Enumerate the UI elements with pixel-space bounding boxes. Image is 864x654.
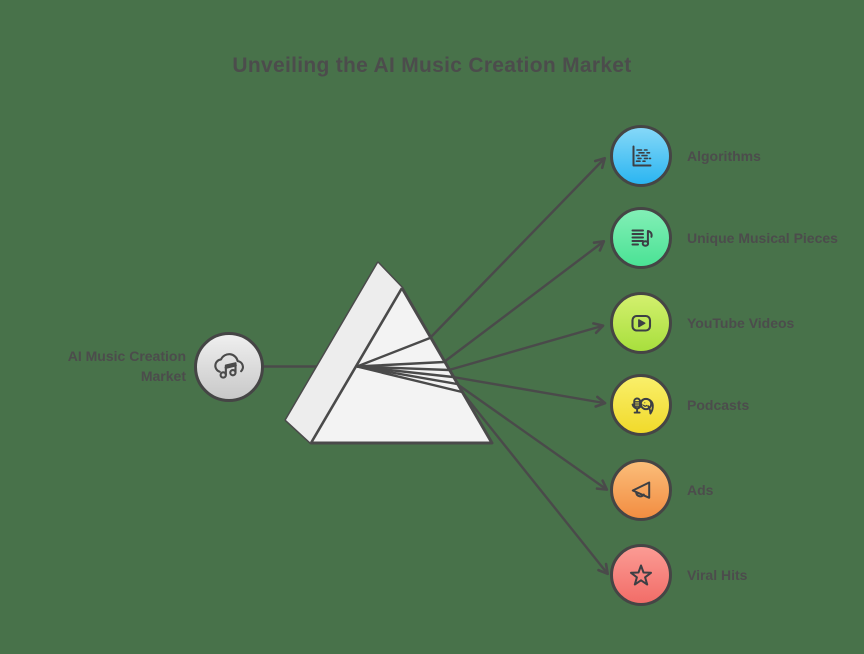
unique-musical-pieces-label: Unique Musical Pieces [687, 230, 838, 246]
output-row-viral-hits: Viral Hits [610, 544, 747, 606]
megaphone-icon [631, 481, 651, 499]
play-button-icon [631, 314, 652, 332]
output-row-ads: Ads [610, 459, 713, 521]
viral-hits-label: Viral Hits [687, 567, 748, 583]
source-node-label: AI Music Creation Market [67, 348, 186, 385]
cloud-music-icon [214, 353, 244, 379]
output-row-youtube-videos: YouTube Videos [610, 292, 794, 354]
ray-to-ads [356, 365, 609, 491]
podcasts-circle [610, 374, 672, 436]
youtube-videos-label: YouTube Videos [687, 315, 795, 331]
viral-hits-circle [610, 544, 672, 606]
output-row-unique-musical-pieces: Unique Musical Pieces [610, 207, 838, 269]
podcasts-label: Podcasts [687, 397, 750, 413]
ray-to-viral-hits [356, 365, 609, 576]
ray-to-algorithms [356, 156, 607, 368]
prism-fold-line [309, 287, 404, 444]
source-node-circle [194, 332, 264, 402]
prism-side-face [286, 263, 402, 443]
page-title: Unveiling the AI Music Creation Market [232, 54, 632, 77]
output-row-algorithms: Algorithms [610, 125, 761, 187]
sheet-music-icon [631, 229, 653, 247]
ray-to-podcasts [356, 365, 607, 408]
unique-musical-pieces-circle [610, 207, 672, 269]
algorithms-label: Algorithms [687, 148, 761, 164]
output-row-podcasts: Podcasts [610, 374, 749, 436]
youtube-videos-circle [610, 292, 672, 354]
ads-label: Ads [687, 482, 714, 498]
ray-to-youtube-videos [356, 322, 605, 372]
ray-to-unique-musical-pieces [356, 240, 606, 368]
ads-circle [610, 459, 672, 521]
star-icon [630, 564, 652, 586]
algorithms-circle [610, 125, 672, 187]
podcast-mic-icon [631, 397, 654, 415]
algorithm-chart-icon [632, 145, 652, 167]
